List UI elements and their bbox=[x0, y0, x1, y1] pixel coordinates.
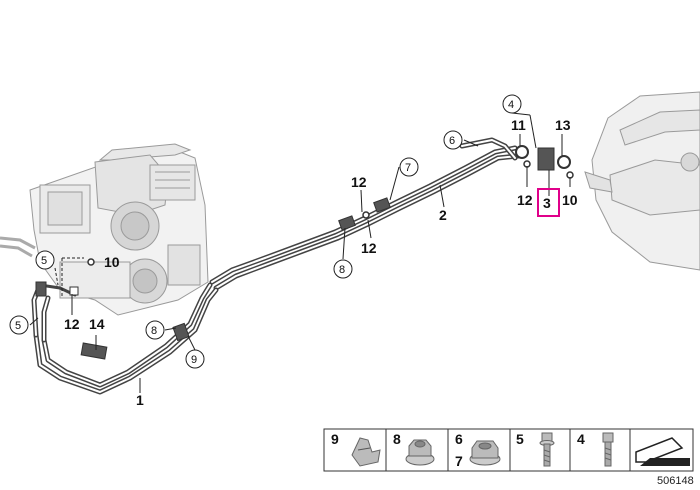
callout-5b-circle bbox=[9, 315, 29, 335]
callout-3-highlight-box bbox=[537, 188, 560, 217]
callout-8a: 8 bbox=[339, 264, 345, 276]
callout-5a: 5 bbox=[41, 255, 47, 267]
document-id: 506148 bbox=[657, 475, 694, 487]
callout-6: 6 bbox=[449, 135, 455, 147]
callout-10b: 10 bbox=[562, 192, 578, 208]
callout-12d: 12 bbox=[517, 192, 533, 208]
callout-4-circle bbox=[502, 94, 522, 114]
leader-lines bbox=[29, 112, 571, 393]
bolt-icon bbox=[602, 432, 614, 467]
parts-legend: 9 8 6 7 5 4 bbox=[323, 428, 694, 472]
callout-6-circle bbox=[443, 130, 463, 150]
flange-bolt-icon bbox=[539, 432, 555, 467]
callout-8a-circle bbox=[333, 259, 353, 279]
callout-7-circle bbox=[399, 157, 419, 177]
legend-label-6: 6 bbox=[455, 431, 463, 447]
pipe-clips bbox=[35, 145, 574, 360]
callout-4: 4 bbox=[508, 99, 514, 111]
callout-12a: 12 bbox=[351, 174, 367, 190]
callout-14: 14 bbox=[89, 316, 105, 332]
callout-3: 3 bbox=[543, 195, 551, 211]
left-pipes bbox=[0, 236, 36, 258]
callout-5a-circle bbox=[35, 250, 55, 270]
hvac-unit-illustration bbox=[29, 143, 209, 316]
tank-illustration bbox=[584, 91, 700, 271]
callout-13: 13 bbox=[555, 117, 571, 133]
hex-nut-icon bbox=[469, 440, 501, 466]
legend-label-5: 5 bbox=[516, 431, 524, 447]
callout-12c: 12 bbox=[64, 316, 80, 332]
legend-label-9: 9 bbox=[331, 431, 339, 447]
callout-12b: 12 bbox=[361, 240, 377, 256]
callout-8b-circle bbox=[145, 320, 165, 340]
flange-nut-icon bbox=[405, 439, 435, 466]
callout-5b: 5 bbox=[15, 320, 21, 332]
shim-arrow-icon bbox=[635, 437, 690, 466]
callout-11: 11 bbox=[511, 117, 526, 133]
callout-9-circle bbox=[185, 349, 205, 369]
spring-clip-icon bbox=[351, 437, 381, 467]
callout-2: 2 bbox=[439, 207, 447, 223]
callout-10a: 10 bbox=[104, 254, 120, 270]
legend-label-7: 7 bbox=[455, 453, 463, 469]
callout-7: 7 bbox=[405, 162, 411, 174]
legend-label-4: 4 bbox=[577, 431, 585, 447]
callout-9: 9 bbox=[191, 354, 197, 366]
callouts: 1 2 3 4 5 5 6 7 8 8 9 10 10 11 12 12 12 … bbox=[9, 94, 578, 408]
callout-1: 1 bbox=[136, 392, 144, 408]
callout-8b: 8 bbox=[151, 325, 157, 337]
legend-label-8: 8 bbox=[393, 431, 401, 447]
